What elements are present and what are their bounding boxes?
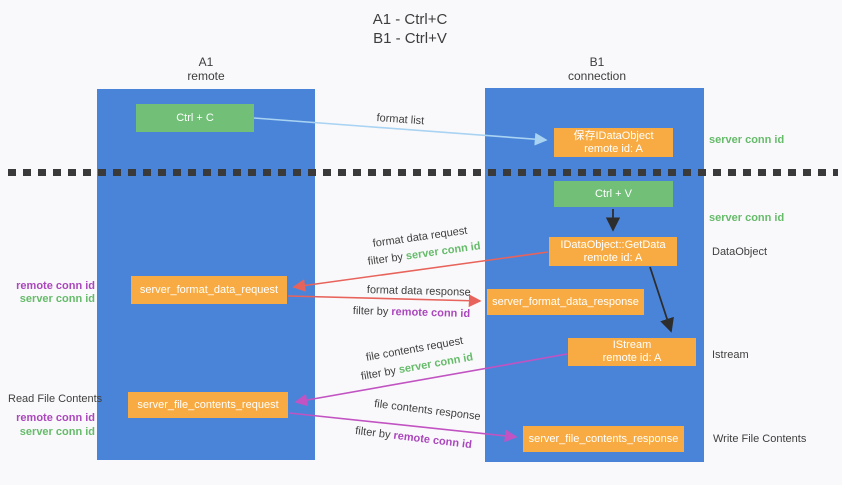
read-file-contents-label: Read File Contents: [8, 393, 103, 405]
format-response-node: server_format_data_response: [487, 289, 644, 315]
right-column-subtitle: connection: [567, 69, 627, 83]
format-response-label: server_format_data_response: [492, 295, 639, 308]
left-column-subtitle: remote: [187, 69, 225, 83]
format-list-arrow-label: format list: [376, 112, 425, 128]
ctrl-c-node: Ctrl + C: [136, 104, 254, 132]
getdata-node: IDataObject::GetData remote id: A: [549, 237, 677, 266]
istream-node: IStream remote id: A: [568, 338, 696, 366]
istream-side-label: Istream: [712, 349, 749, 361]
server-conn-id-mid-label: server conn id: [709, 212, 785, 224]
diagram-title: A1 - Ctrl+C B1 - Ctrl+V: [300, 10, 520, 48]
ctrl-v-label: Ctrl + V: [595, 187, 632, 200]
filter-value-2: remote conn id: [391, 306, 471, 321]
file-request-label: server_file_contents_request: [137, 398, 279, 411]
right-column-header: B1 connection: [527, 55, 667, 83]
format-request-label: server_format_data_request: [139, 283, 279, 296]
format-data-response-arrow-label: format data response: [366, 284, 471, 299]
dataobject-label: DataObject: [712, 246, 768, 258]
ctrl-v-node: Ctrl + V: [554, 181, 673, 207]
format-data-response-filter-label: filter by remote conn id: [353, 305, 471, 321]
getdata-line1: IDataObject::GetData: [560, 238, 666, 251]
filter-by-text-3: filter by: [360, 364, 401, 383]
filter-by-text-1: filter by: [367, 250, 407, 268]
pair1-remote-conn-id-label: remote conn id: [16, 280, 95, 292]
format-request-node: server_format_data_request: [131, 276, 287, 304]
file-contents-response-arrow-label: file contents response: [373, 398, 482, 423]
istream-line2: remote id: A: [602, 352, 662, 364]
file-response-node: server_file_contents_response: [523, 426, 684, 452]
right-column-title: B1: [589, 55, 605, 69]
save-idataobject-line1: 保存IDataObject: [573, 129, 654, 142]
ctrl-c-label: Ctrl + C: [176, 111, 214, 124]
file-response-label: server_file_contents_response: [528, 432, 679, 445]
file-request-node: server_file_contents_request: [128, 392, 288, 418]
dotted-separator-line: [8, 169, 838, 176]
save-idataobject-line2: remote id: A: [584, 142, 643, 155]
filter-by-text-2: filter by: [352, 305, 392, 319]
write-file-contents-label: Write File Contents: [713, 433, 807, 445]
getdata-line2: remote id: A: [583, 251, 643, 264]
left-column-header: A1 remote: [136, 55, 276, 83]
pair1-server-conn-id-label: server conn id: [19, 293, 95, 305]
filter-value-4: remote conn id: [392, 429, 473, 452]
file-contents-response-filter-label: filter by remote conn id: [354, 425, 473, 452]
title-line-2: B1 - Ctrl+V: [373, 30, 447, 47]
istream-line1: IStream: [612, 339, 652, 351]
server-conn-id-top-label: server conn id: [709, 134, 785, 146]
pair2-remote-conn-id-label: remote conn id: [16, 412, 95, 424]
left-column-title: A1: [198, 55, 214, 69]
save-idataobject-node: 保存IDataObject remote id: A: [554, 128, 673, 157]
filter-by-text-4: filter by: [354, 425, 395, 442]
pair2-server-conn-id-label: server conn id: [19, 426, 95, 438]
title-line-1: A1 - Ctrl+C: [372, 11, 448, 28]
